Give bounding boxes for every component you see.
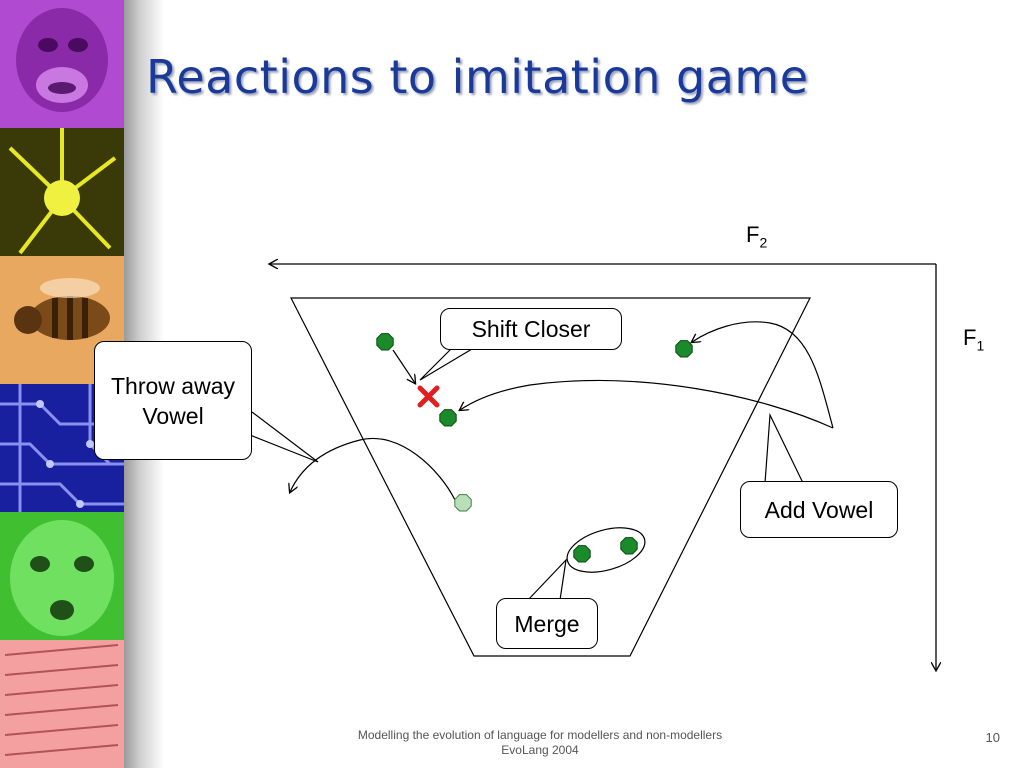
cross-icon <box>417 385 440 408</box>
vowel-dot <box>376 333 394 351</box>
shift-arrow <box>392 349 415 383</box>
vowel-dot <box>675 340 693 358</box>
footer-line2: EvoLang 2004 <box>501 743 579 757</box>
code-text-image <box>0 640 124 768</box>
baby-face-image <box>0 512 124 640</box>
neuron-image <box>0 128 124 256</box>
shift-closer-label: Shift Closer <box>471 316 591 342</box>
footer-line1: Modelling the evolution of language for … <box>357 728 723 742</box>
slide-title: Reactions to imitation game <box>146 50 809 104</box>
vowel-space-trapezoid <box>290 297 811 657</box>
shift-closer-pointer <box>419 344 473 381</box>
throw-away-pointer <box>249 411 319 463</box>
merge-callout: Merge <box>496 598 598 649</box>
merge-label: Merge <box>514 610 580 637</box>
throw-away-arrow <box>290 437 456 501</box>
merge-pointer <box>527 558 567 601</box>
add-vowel-arrow-lower <box>460 379 834 429</box>
vowel-dot <box>620 537 638 555</box>
slide-footer: Modelling the evolution of language for … <box>330 728 750 758</box>
vowel-dot-removed <box>454 494 472 512</box>
add-vowel-callout: Add Vowel <box>740 481 898 538</box>
throw-away-vowel-callout: Throw away Vowel <box>94 341 252 460</box>
bee-image <box>0 256 124 384</box>
page-number: 10 <box>985 730 1000 745</box>
add-vowel-label: Add Vowel <box>764 496 874 523</box>
shift-closer-callout: Shift Closer <box>440 308 622 350</box>
vowel-dots <box>376 333 693 563</box>
vowel-dot <box>573 545 591 563</box>
vowel-dot <box>439 409 457 427</box>
throw-away-label-line1: Throw away <box>111 372 235 399</box>
merge-ellipse <box>566 527 646 573</box>
throw-away-label-line2: Vowel <box>142 402 204 429</box>
add-vowel-pointer <box>764 412 804 484</box>
chimpanzee-image <box>0 0 124 128</box>
decorative-image-strip <box>0 0 124 768</box>
f1-axis-label: F1 <box>963 325 985 354</box>
f2-axis-label: F2 <box>746 222 768 251</box>
add-vowel-arrow-upper <box>692 321 834 429</box>
